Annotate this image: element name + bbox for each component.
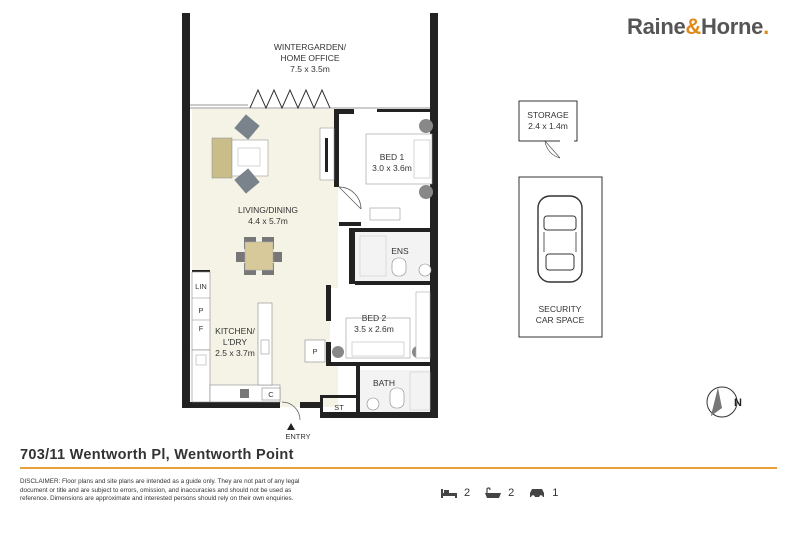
- bed-icon: [441, 489, 457, 498]
- bath-icon: [485, 487, 502, 498]
- carspace-name2: CAR SPACE: [536, 315, 585, 325]
- kitchen-joinery: [191, 271, 281, 403]
- st-label: ST: [334, 403, 344, 412]
- storage-unit: [518, 100, 578, 159]
- entry-door: [281, 401, 301, 421]
- ens-name: ENS: [391, 246, 409, 256]
- tv-unit: [319, 127, 335, 181]
- pantry-p2: [304, 339, 326, 363]
- bed1-furniture: [365, 119, 433, 221]
- brand-logo: Raine&Horne.: [627, 14, 769, 40]
- kitchen-name1: KITCHEN/: [215, 326, 255, 336]
- brand-amp: &: [685, 14, 702, 39]
- car-icon: [537, 195, 583, 283]
- bed1-dim: 3.0 x 3.6m: [372, 163, 412, 173]
- bath-fixtures: [366, 371, 431, 411]
- bed1-name: BED 1: [380, 152, 405, 162]
- living-name: LIVING/DINING: [238, 205, 298, 215]
- floor-plan: N WINTERGARDEN/ HOME OFFICE 7.5 x 3.5m L…: [182, 13, 742, 440]
- property-address: 703/11 Wentworth Pl, Wentworth Point: [20, 447, 294, 463]
- bifold-door: [249, 88, 331, 110]
- walls: [182, 13, 438, 418]
- entry-arrow-icon: [287, 423, 295, 430]
- accent-divider: [20, 467, 777, 469]
- car-icon: [530, 489, 545, 499]
- cars-count: 1: [552, 487, 559, 499]
- baths-count: 2: [508, 487, 515, 499]
- p2-label: P: [312, 347, 317, 356]
- bed2-dim: 3.5 x 2.6m: [354, 324, 394, 334]
- armchair: [234, 114, 260, 194]
- p1-label: P: [198, 306, 203, 315]
- brand-part2: Horne: [701, 14, 764, 39]
- beds-count: 2: [464, 487, 471, 499]
- dining-table: [236, 237, 282, 275]
- disclaimer-text: DISCLAIMER: Floor plans and site plans a…: [20, 478, 300, 503]
- brand-mark: .: [763, 14, 769, 39]
- wintergarden-floor: [187, 13, 433, 109]
- kitchen-dim: 2.5 x 3.7m: [215, 348, 255, 358]
- wintergarden-dim: 7.5 x 3.5m: [290, 64, 330, 74]
- bed2-furniture: [332, 291, 431, 359]
- wintergarden-name2: HOME OFFICE: [280, 53, 339, 63]
- entry-label: ENTRY: [285, 432, 310, 440]
- living-dim: 4.4 x 5.7m: [248, 216, 288, 226]
- wintergarden-name1: WINTERGARDEN/: [274, 42, 347, 52]
- brand-part1: Raine: [627, 14, 686, 39]
- carspace-name1: SECURITY: [539, 304, 582, 314]
- ensuite-fixtures: [359, 235, 432, 277]
- storage-dim: 2.4 x 1.4m: [528, 121, 568, 131]
- bath-name: BATH: [373, 378, 395, 388]
- storage-name: STORAGE: [527, 110, 569, 120]
- bed2-name: BED 2: [362, 313, 387, 323]
- lin-label: LIN: [195, 282, 207, 291]
- north-arrow-icon: [706, 386, 738, 418]
- ens-floor: [355, 230, 438, 285]
- car-space: [518, 176, 603, 338]
- sofa: [211, 137, 269, 179]
- c-label: C: [268, 390, 274, 399]
- north-label: N: [734, 397, 742, 409]
- feature-icons: 2 2 1: [440, 487, 566, 499]
- kitchen-name2: L'DRY: [223, 337, 247, 347]
- f-label: F: [199, 324, 204, 333]
